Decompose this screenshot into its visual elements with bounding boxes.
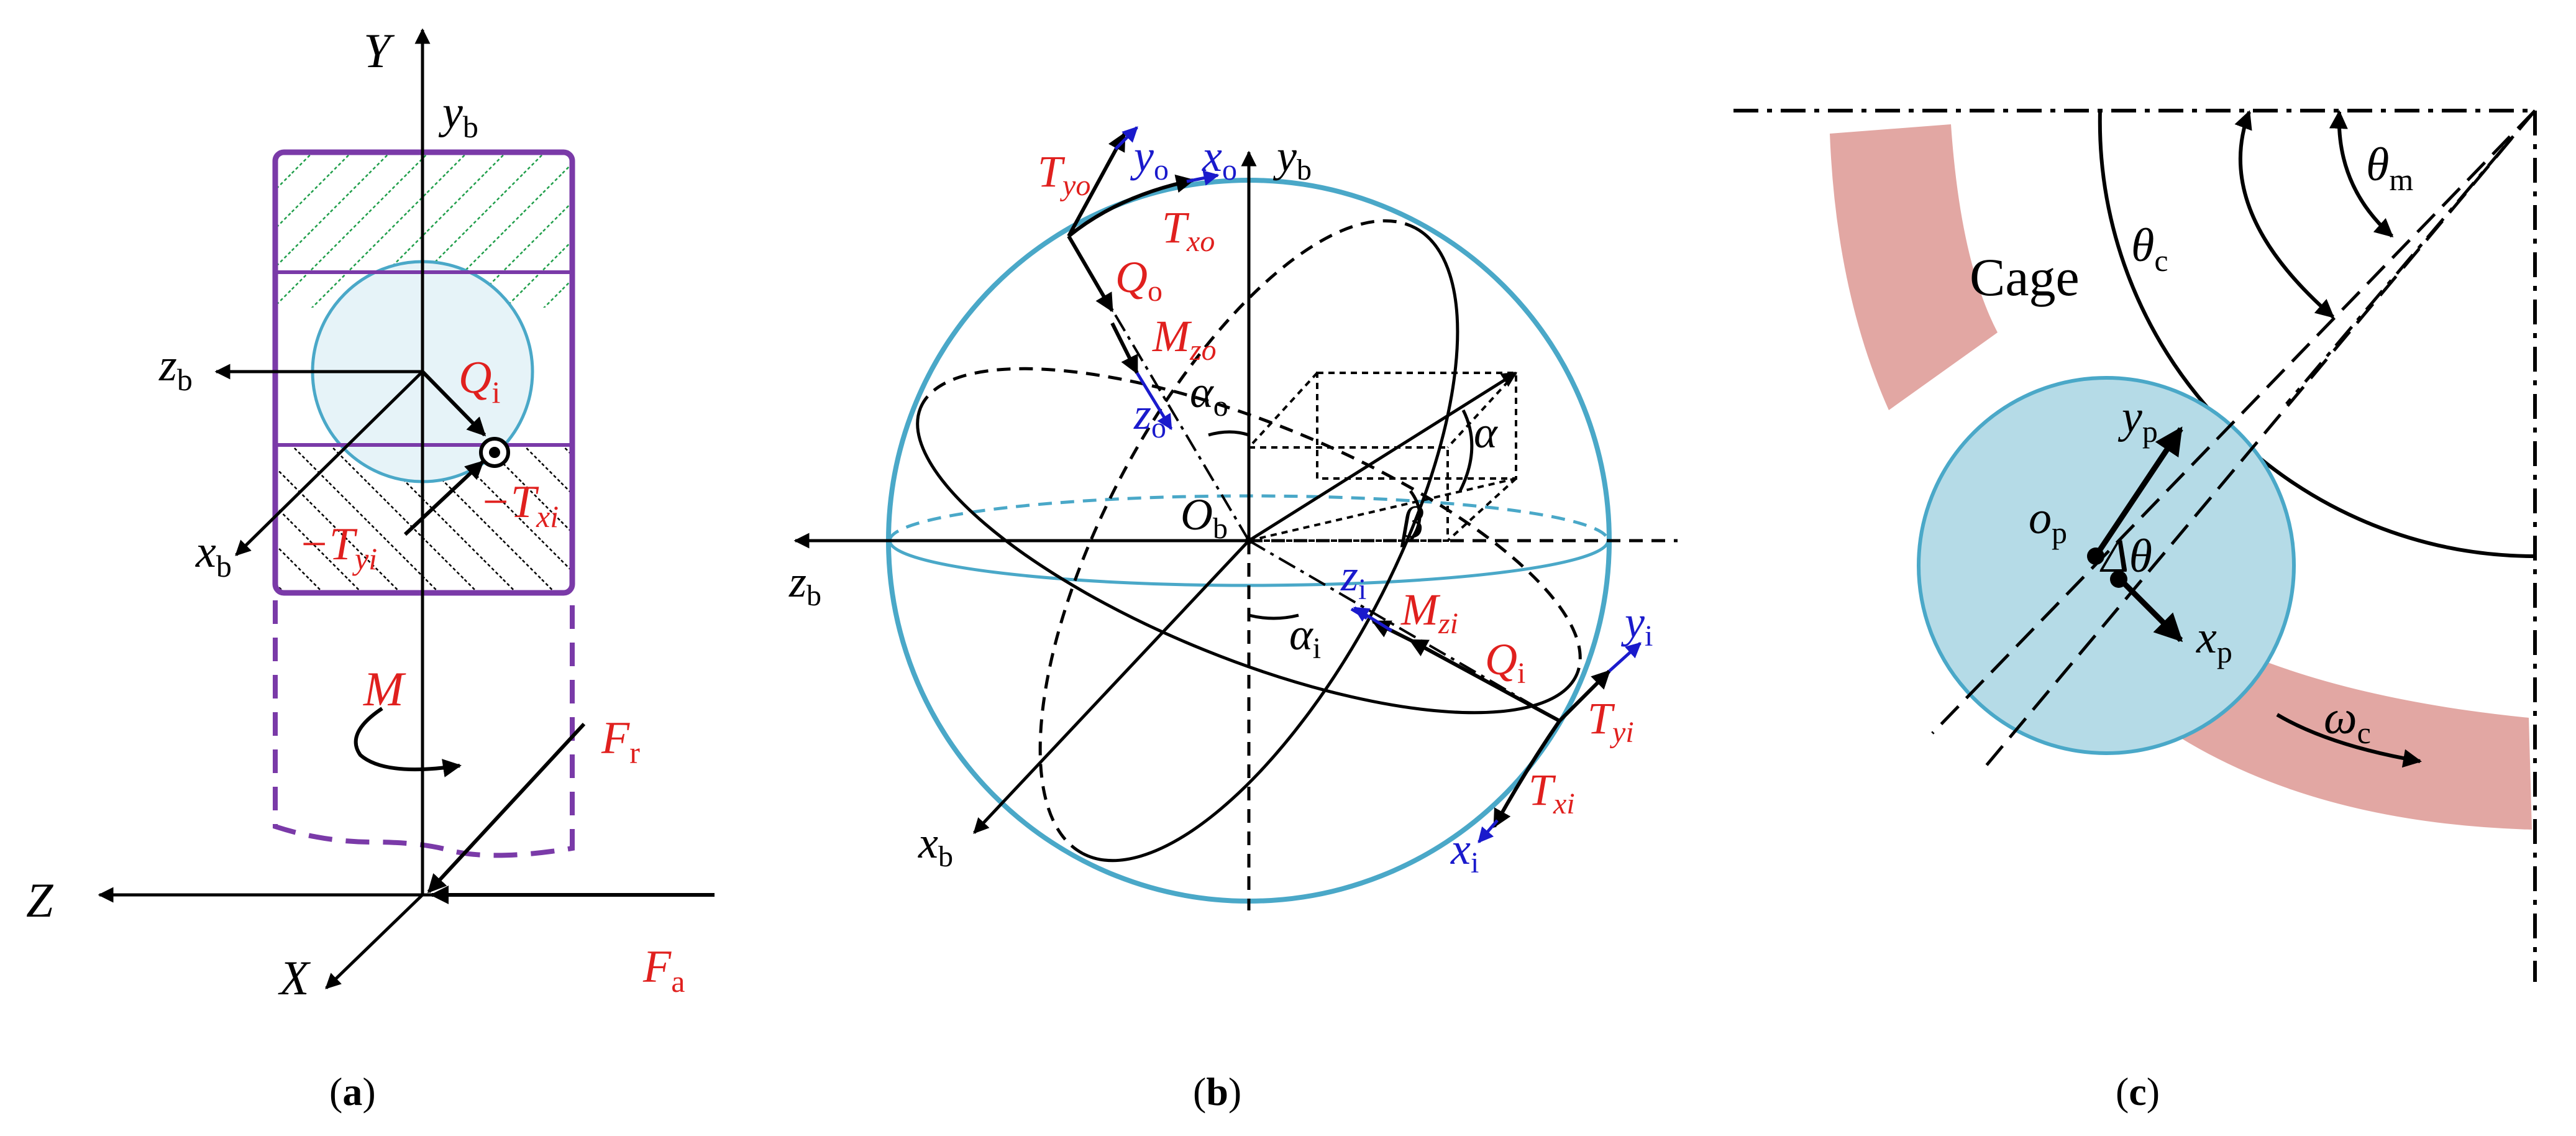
xp-axis	[2116, 575, 2183, 643]
radial-line-dashdot	[2285, 109, 2536, 405]
Ob-point	[1245, 537, 1253, 544]
Txi-arrow-b	[1492, 720, 1561, 828]
alpha-o-arc	[1208, 430, 1249, 437]
cage-lower	[2168, 643, 2532, 830]
label-alpha-o: αo	[1190, 367, 1228, 423]
alpha-arc	[1458, 409, 1474, 492]
Tyi-arrow-b	[1558, 669, 1611, 723]
label-Tyi-b: Tyi	[1587, 694, 1634, 749]
label-Tyi: −Tyi	[298, 519, 377, 576]
caption-c: (c)	[2116, 1070, 2160, 1114]
Qi-arrow-b	[1409, 638, 1561, 723]
label-zi: zi	[1340, 551, 1366, 606]
label-alpha-i: αi	[1289, 610, 1321, 665]
label-xb: xb	[195, 526, 232, 584]
label-delta-theta: Δθ	[2099, 530, 2152, 582]
inner-contact-line	[1248, 539, 1561, 722]
roller-center-offset	[2110, 570, 2127, 588]
panel-a: Y yb zb xb Qi −Txi −Tyi M Fr Z X Fa (a)	[26, 24, 715, 1114]
radial-line-cage	[1931, 109, 2536, 735]
omega-c-arrow	[2276, 713, 2422, 768]
caption-a: (a)	[329, 1070, 376, 1114]
Txi-out-of-plane-dot	[489, 447, 500, 458]
yo-axis	[1114, 126, 1138, 150]
label-xi: xi	[1450, 824, 1479, 879]
xi-axis	[1478, 819, 1499, 843]
beta-arc	[1409, 490, 1422, 542]
panel-c: Cage θc θm yp op Δθ xp ωc (c)	[1733, 109, 2537, 1114]
label-zb-b: zb	[788, 557, 821, 612]
direction-vector	[1248, 371, 1518, 543]
label-Mzo: Mzo	[1152, 311, 1217, 367]
xb-axis-b	[973, 539, 1250, 834]
label-yi: yi	[1620, 597, 1653, 653]
label-Mzi: Mzi	[1400, 585, 1458, 640]
label-beta: β	[1400, 498, 1423, 547]
cage-upper	[1830, 124, 1998, 410]
roller	[1917, 376, 2296, 755]
label-Qi-b: Qi	[1485, 634, 1525, 690]
label-Fa: Fa	[642, 941, 685, 999]
label-cage: Cage	[1970, 247, 2080, 307]
Tyo-arrow	[1067, 132, 1126, 237]
Fr-arrow	[427, 722, 586, 894]
Tyi-arrow	[403, 460, 485, 536]
label-xo: xo	[1202, 131, 1237, 186]
label-yb-b: yb	[1272, 131, 1312, 186]
label-omega-c: ωc	[2324, 692, 2371, 750]
label-Fr: Fr	[601, 713, 640, 770]
label-xp: xp	[2196, 612, 2232, 669]
projection-box	[1248, 372, 1517, 542]
label-op: op	[2029, 493, 2067, 550]
label-Txi-b: Txi	[1528, 765, 1575, 820]
label-Qo: Qo	[1115, 252, 1162, 308]
label-theta-m: θm	[2366, 139, 2413, 197]
outer-contact-circle-front	[916, 407, 1579, 715]
Txo-arrow	[1067, 174, 1195, 238]
label-Txo: Txo	[1162, 203, 1215, 258]
label-yo: yo	[1130, 131, 1169, 186]
zi-axis-arrow	[1353, 606, 1393, 633]
outer-contact-circle-back	[919, 367, 1582, 674]
theta-c-arc	[2234, 110, 2335, 319]
label-Txi: −Txi	[480, 477, 559, 534]
label-alpha: α	[1474, 408, 1498, 457]
label-Ob: Ob	[1181, 490, 1228, 545]
panel-b: Tyo yo xo yb Txo Qo Mzo zo αo α β Ob zb …	[788, 126, 1678, 1114]
label-yp: yp	[2117, 392, 2158, 449]
label-Z: Z	[26, 873, 54, 927]
inner-contact-circle-back	[1038, 219, 1416, 855]
xo-axis	[1186, 170, 1220, 186]
M-moment-arrow	[354, 707, 462, 777]
alpha-i-arc	[1248, 613, 1299, 620]
label-Tyo: Tyo	[1038, 147, 1090, 202]
label-zo: zo	[1133, 389, 1166, 444]
Qo-arrow	[1067, 235, 1114, 313]
Mzo-arrow	[1110, 322, 1139, 375]
inner-contact-circle-front	[1082, 226, 1459, 863]
label-X: X	[278, 951, 311, 1005]
theta-m-arc	[2329, 110, 2394, 238]
label-xb-b: xb	[918, 818, 953, 873]
caption-b: (b)	[1193, 1070, 1241, 1114]
label-zb: zb	[158, 340, 193, 397]
Qi-arrow	[421, 370, 486, 437]
label-theta-c: θc	[2131, 219, 2168, 278]
zo-axis	[1135, 372, 1173, 431]
xb-axis	[235, 370, 424, 556]
label-M: M	[363, 662, 406, 716]
equator-front	[888, 540, 1610, 587]
roller-center-op	[2087, 547, 2104, 565]
yi-axis	[1608, 642, 1642, 672]
label-Qi: Qi	[459, 352, 500, 410]
yp-axis	[2093, 426, 2183, 558]
X-axis	[325, 894, 424, 989]
label-Y: Y	[363, 24, 395, 78]
label-yb: yb	[438, 87, 478, 144]
